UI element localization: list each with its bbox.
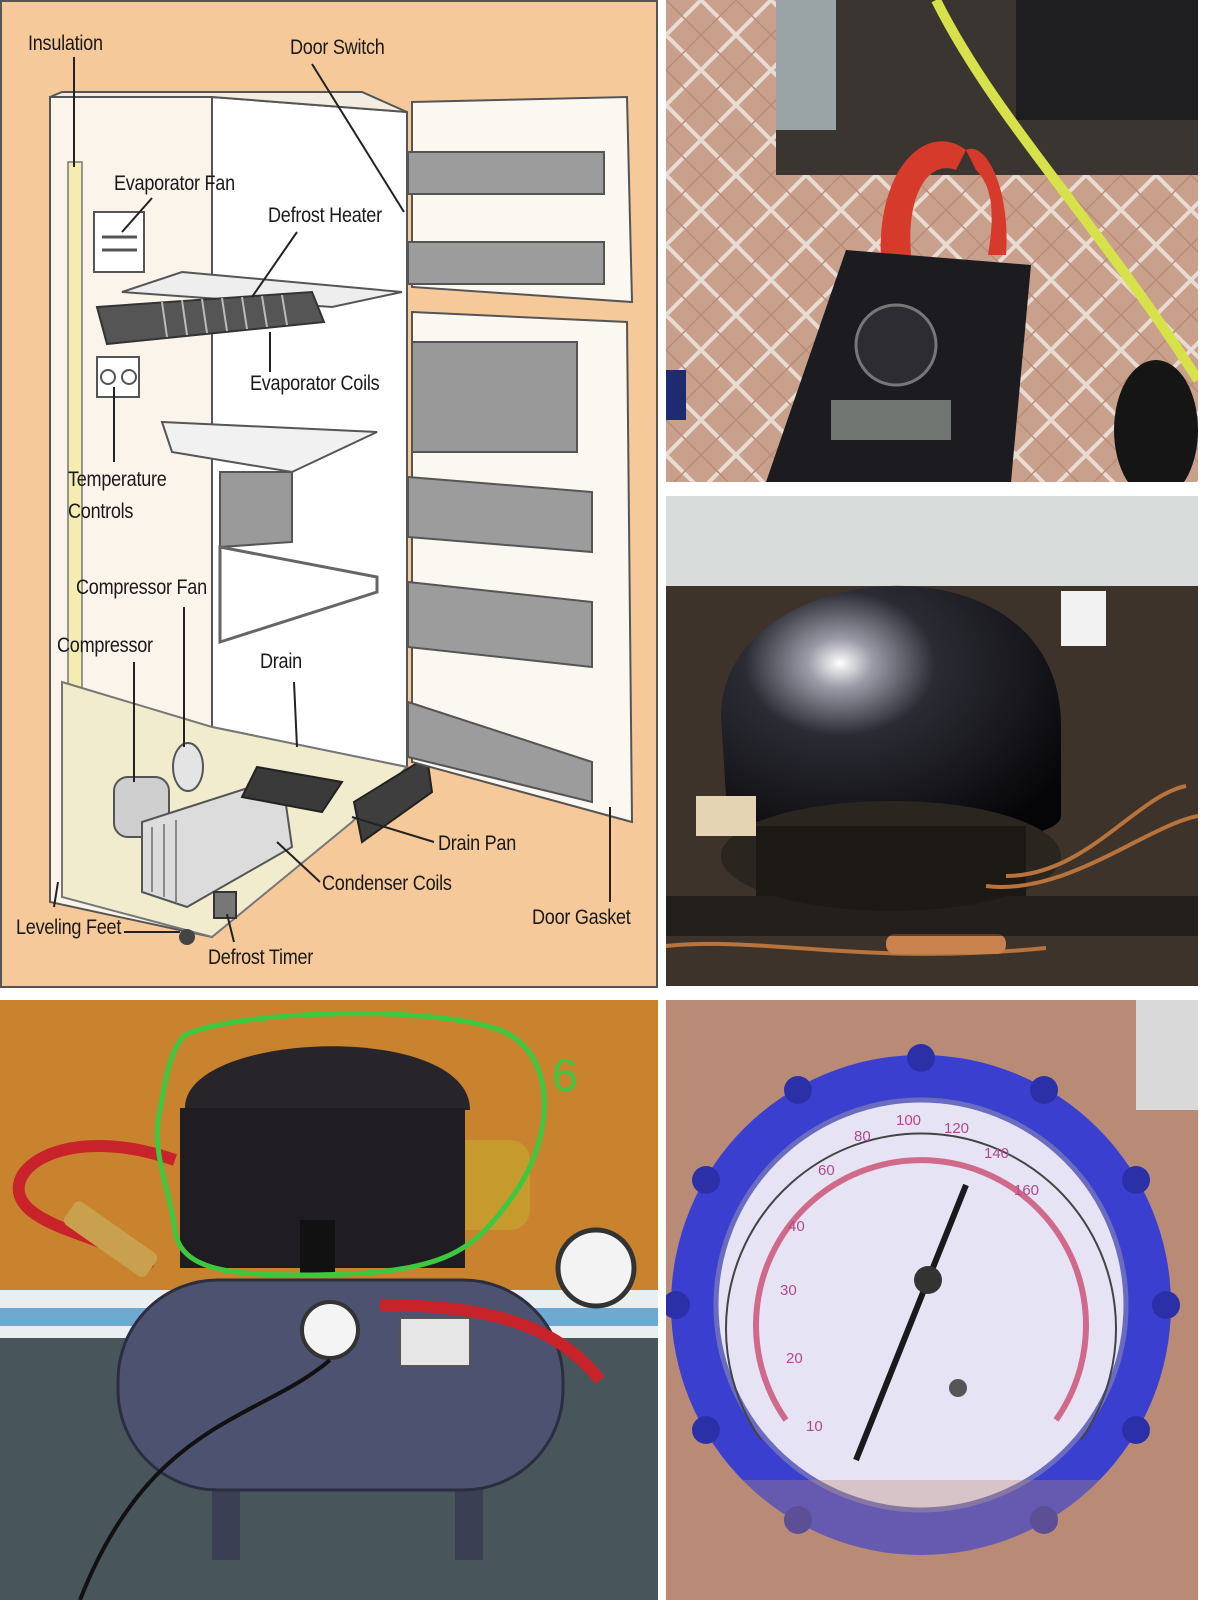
label-defrost-timer: Defrost Timer	[208, 946, 314, 969]
gauge-boot-ridges	[666, 1044, 1180, 1534]
green-annotation-outline	[154, 1011, 547, 1278]
clamp-meter-photo	[666, 0, 1198, 482]
compressor-dome	[721, 585, 1061, 844]
fridge-door-shelf-2	[407, 580, 593, 669]
label-door-switch: Door Switch	[290, 36, 385, 59]
drain-pan	[240, 765, 344, 814]
filter-drier	[886, 934, 1006, 954]
label-condenser-coils: Condenser Coils	[322, 872, 452, 895]
gauge-tick-140: 140	[984, 1145, 1010, 1162]
compressor-fan	[172, 742, 204, 792]
gauge-pivot	[914, 1266, 942, 1294]
gauge-tick-60: 60	[818, 1162, 835, 1179]
compressor-band	[756, 826, 1026, 896]
label-defrost-heater: Defrost Heater	[268, 204, 382, 227]
refrigerator-cutaway-drawing	[49, 57, 634, 945]
label-temperature-controls: Temperature Controls	[68, 468, 167, 523]
label-leveling-feet: Leveling Feet	[16, 916, 122, 939]
red-hose-2	[379, 1299, 605, 1384]
gauge-needle	[853, 1183, 969, 1462]
cabinet-top	[49, 91, 408, 113]
compressor-photo	[666, 496, 1198, 986]
gauge-tick-100: 100	[896, 1112, 922, 1129]
gauge-red-scale	[753, 1157, 1089, 1422]
annotation-number: 6	[552, 1049, 578, 1101]
label-compressor-fan: Compressor Fan	[76, 576, 207, 599]
refrigerator-diagram-panel: Insulation Door Switch Evaporator Fan De…	[0, 0, 658, 988]
switch-box	[399, 1317, 471, 1367]
freezer-floor	[121, 270, 403, 309]
brass-coupling	[63, 1201, 158, 1277]
freezer-door-shelf-1	[407, 151, 605, 195]
clamp-meter	[766, 141, 1031, 482]
tank-leg-left	[212, 1480, 240, 1560]
door-dairy-compartment	[411, 341, 578, 453]
gauge-tick-80: 80	[854, 1128, 871, 1145]
insulation-band	[67, 161, 83, 703]
gauge-tick-40: 40	[788, 1218, 805, 1235]
air-compressor-photo: 6	[0, 1000, 658, 1600]
evaporator-fan-housing	[93, 211, 145, 273]
fridge-door-shelf-3	[407, 700, 593, 804]
tank-leg-right	[455, 1480, 483, 1560]
label-evaporator-fan: Evaporator Fan	[114, 172, 235, 195]
evaporator-fins	[161, 294, 288, 338]
label-door-gasket: Door Gasket	[532, 906, 631, 929]
label-compressor: Compressor	[57, 634, 153, 657]
gauge-tick-160: 160	[1014, 1182, 1040, 1199]
evaporator-coils	[95, 290, 326, 346]
label-leader-lines	[53, 57, 611, 943]
label-evaporator-coils: Evaporator Coils	[250, 372, 380, 395]
drain-pan-grille	[352, 755, 434, 844]
white-fitting	[1061, 591, 1106, 646]
pressure-gauge-photo: 10 20 30 40 60 80 100 120 140 160	[666, 1000, 1198, 1600]
leveling-foot	[179, 929, 195, 945]
label-drain-pan: Drain Pan	[438, 832, 516, 855]
fridge-compressor-top	[184, 1046, 470, 1110]
crisper-drawer	[219, 471, 293, 549]
defrost-timer	[213, 891, 237, 919]
gauge-tick-120: 120	[944, 1120, 970, 1137]
gauge-black-scale	[725, 1132, 1117, 1441]
yellow-cylinder	[445, 1140, 530, 1230]
label-drain: Drain	[260, 650, 302, 673]
label-insulation: Insulation	[28, 32, 103, 55]
gauge-tick-30: 30	[780, 1282, 797, 1299]
fridge-door-shelf-1	[407, 475, 593, 554]
fridge-shelf-2	[218, 545, 379, 645]
black-equipment	[1016, 0, 1198, 120]
pressure-gauge-small	[300, 1300, 360, 1360]
pressure-gauge-right	[555, 1227, 637, 1309]
gauge-tick-20: 20	[786, 1350, 803, 1367]
gauge-tick-10: 10	[806, 1418, 823, 1435]
yellow-hose	[931, 0, 1198, 383]
freezer-door-shelf-2	[407, 241, 605, 285]
